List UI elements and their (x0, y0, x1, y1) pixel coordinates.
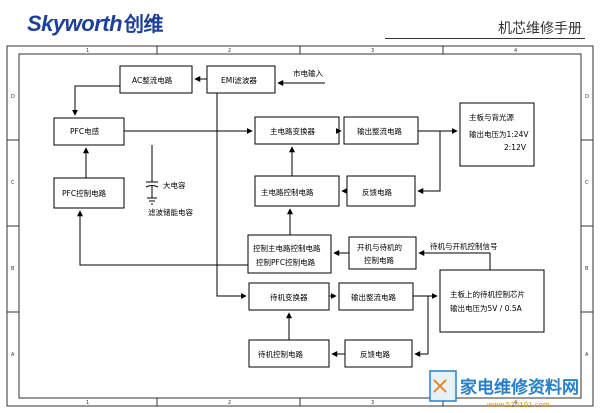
row-label-d-left: D (11, 94, 15, 100)
watermark-logo-icon (429, 370, 457, 402)
main-board-backlight-block (459, 102, 535, 167)
col-label-1-bottom: 1 (86, 400, 89, 406)
row-label-b-right: B (585, 266, 589, 272)
col-label-4-bottom: 4 (514, 400, 517, 406)
feedback-standby-block (344, 339, 413, 368)
standby-transformer-label: 待机变换器 (270, 292, 308, 302)
ac-to-pfc-arrow (72, 85, 120, 116)
main-control-block (254, 175, 340, 207)
standby-chip-block (439, 269, 545, 333)
frame-column-labels: 1 2 3 4 1 2 3 4 (86, 46, 517, 406)
standby-chip-label-1: 主板上的待机控制芯片 (450, 289, 525, 299)
brand-name: Skyworth (27, 11, 123, 36)
watermark: 家电维修资料网 www.520101.com (429, 370, 579, 409)
standby-signal-label: 待机与开机控制信号 (430, 241, 498, 251)
col-label-1-top: 1 (86, 48, 89, 54)
col-label-2-top: 2 (228, 48, 231, 54)
feedback-standby-label: 反馈电路 (360, 349, 390, 359)
ctrl-to-pfc-control-arrow (77, 210, 248, 266)
capacitor-icon (145, 145, 159, 205)
output-rectifier-standby-block (338, 282, 414, 311)
switch-standby-label-2: 控制电路 (364, 255, 394, 265)
manual-title: 机芯维修手册 (498, 21, 582, 37)
row-label-b-left: B (11, 266, 15, 272)
standby-chip-label-2: 输出电压为5V / 0.5A (450, 303, 523, 313)
frame-row-labels: D C B A D C B A (7, 94, 593, 358)
switch-standby-label-1: 开机与待机的 (357, 242, 402, 252)
row-label-a-left: A (11, 352, 15, 358)
main-board-backlight-label-3: 2:12V (504, 143, 527, 152)
col-label-3-bottom: 3 (371, 400, 374, 406)
ac-rectifier-label: AC整流电路 (132, 75, 173, 85)
control-main-pfc-label-2: 控制PFC控制电路 (256, 257, 316, 267)
feedback-main-block (346, 175, 416, 207)
output-rectifier-standby-label: 输出整流电路 (351, 292, 396, 302)
output-rectifier-main-label: 输出整流电路 (357, 126, 402, 136)
col-label-3-top: 3 (371, 48, 374, 54)
pfc-control-block (53, 177, 125, 209)
row-label-d-right: D (585, 94, 589, 100)
row-label-c-right: C (585, 180, 589, 186)
standby-control-block (248, 339, 330, 368)
emi-filter-label: EMI滤波器 (221, 75, 257, 85)
ac-to-standby-transformer-arrow (216, 93, 247, 299)
main-board-backlight-label-1: 主板与背光源 (469, 112, 514, 122)
main-transformer-label: 主电路变换器 (270, 126, 315, 136)
standby-transformer-block (248, 282, 330, 311)
control-main-pfc-block (247, 234, 332, 274)
row-label-c-left: C (11, 180, 15, 186)
rectifier-to-feedback-arrow (417, 131, 441, 194)
col-label-2-bottom: 2 (228, 400, 231, 406)
control-main-pfc-label-1: 控制主电路控制电路 (253, 243, 321, 253)
emi-filter-block (206, 65, 276, 94)
main-transformer-block (254, 116, 340, 145)
feedback-main-label: 反馈电路 (362, 187, 392, 197)
mains-input-label: 市电输入 (293, 68, 323, 78)
title-underline (385, 38, 585, 39)
filter-storage-cap-label: 滤波储能电容 (148, 207, 193, 217)
col-label-4-top: 4 (514, 48, 517, 54)
ac-rectifier-block (119, 65, 193, 94)
standby-control-label: 待机控制电路 (258, 349, 303, 359)
pfc-inductor-label: PFC电感 (70, 126, 100, 136)
big-cap-label: 大电容 (163, 180, 186, 190)
main-board-backlight-label-2: 输出电压为1:24V (469, 129, 529, 139)
brand-name-cn: 创维 (124, 14, 164, 36)
standby-signal-arrow (418, 250, 491, 270)
pfc-control-label: PFC控制电路 (62, 188, 107, 198)
standby-rectifier-to-feedback-arrow (414, 296, 429, 357)
main-control-label: 主电路控制电路 (261, 187, 314, 197)
watermark-url: www.520101.com (487, 401, 550, 409)
watermark-text: 家电维修资料网 (460, 377, 579, 398)
row-label-a-right: A (585, 352, 589, 358)
